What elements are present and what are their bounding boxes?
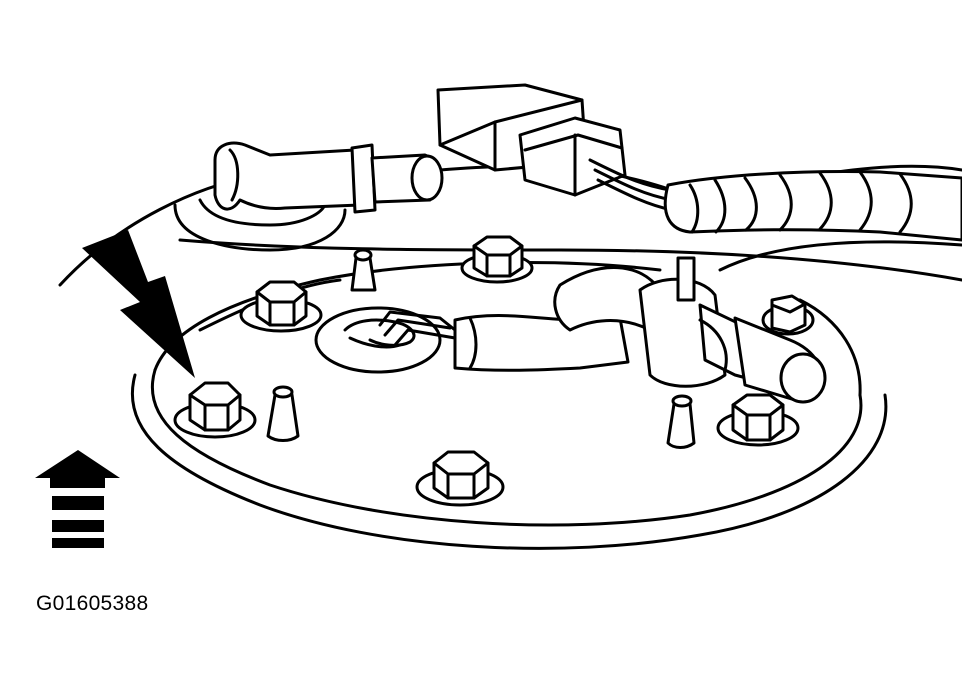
center-terminal-boss	[314, 306, 457, 374]
locating-pins	[266, 248, 696, 449]
mounting-bolt-1	[173, 381, 257, 439]
up-direction-icon	[35, 450, 120, 548]
mounting-bolt-5	[716, 393, 800, 447]
pump-flange-plate	[130, 261, 888, 550]
fuel-return-hose	[213, 141, 444, 214]
hose-mount-boss	[173, 198, 347, 252]
wiring-harness	[663, 170, 962, 242]
mounting-bolt-2	[239, 280, 323, 333]
figure-code-label: G01605388	[36, 592, 149, 615]
mounting-bolt-3	[460, 235, 534, 284]
pointer-arrow-icon	[82, 230, 195, 378]
mounting-bolt-4	[415, 450, 505, 507]
fuel-outlet-hose	[453, 240, 962, 372]
electrical-connector	[436, 83, 674, 212]
fuel-outlet-tube	[638, 256, 827, 404]
mounting-bolt-6	[761, 294, 815, 336]
